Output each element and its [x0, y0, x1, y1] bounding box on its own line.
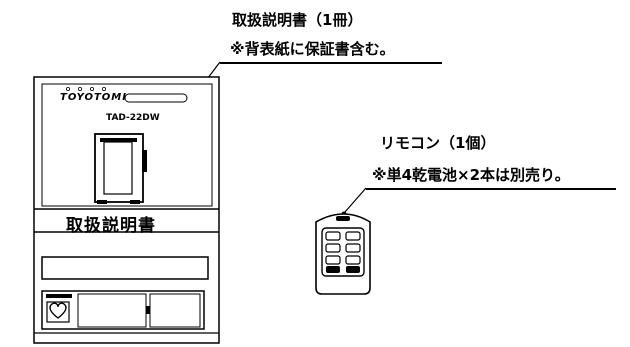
manual-label-underline	[220, 62, 442, 64]
remote-quantity-label: リモコン（1個）	[380, 134, 496, 152]
manual-cover-brand: TOYOTOMI	[60, 92, 127, 103]
manual-cover-heading: 取扱説明書	[66, 216, 156, 236]
remote-label-underline	[366, 188, 616, 190]
remote-battery-note: ※単4乾電池×2本は別売り。	[372, 166, 570, 184]
manual-cover-model: TAD-22DW	[106, 113, 160, 123]
manual-warranty-note: ※背表紙に保証書含む。	[230, 40, 395, 58]
manual-quantity-label: 取扱説明書（1冊）	[232, 11, 363, 29]
